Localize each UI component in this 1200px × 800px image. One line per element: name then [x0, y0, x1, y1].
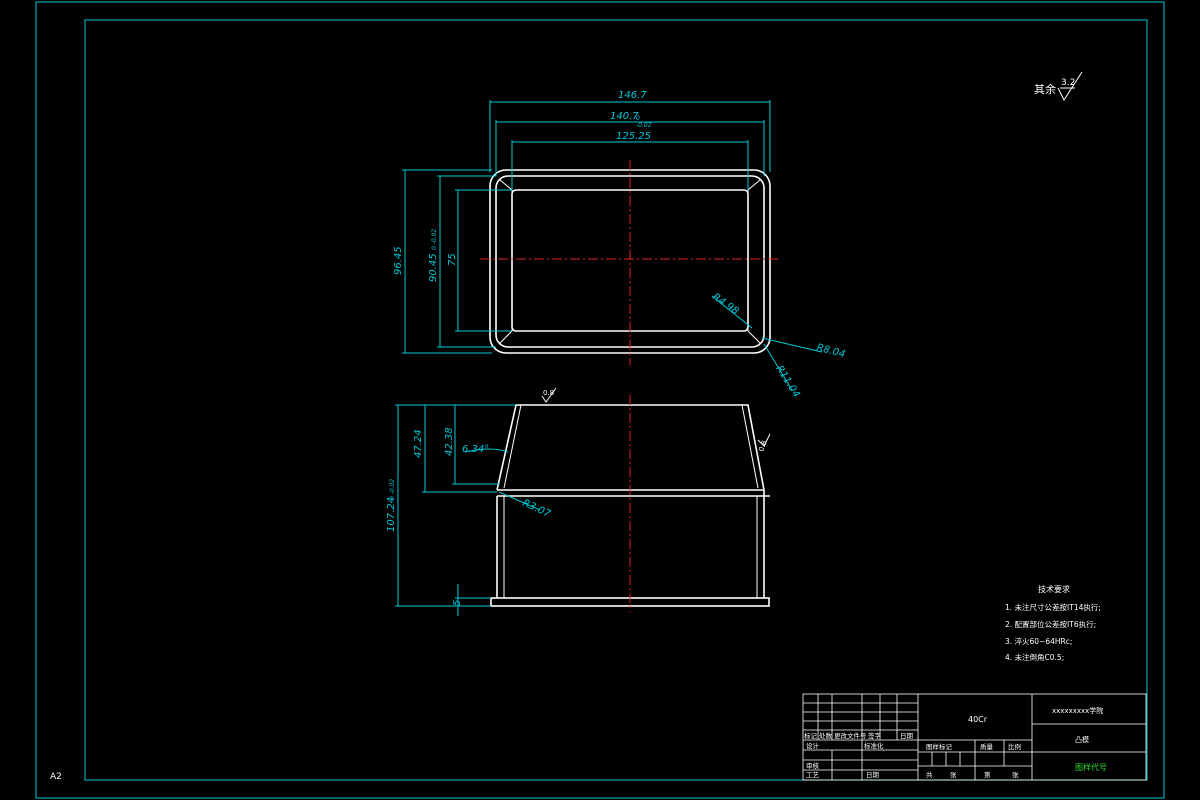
svg-text:比例: 比例 — [1008, 742, 1021, 751]
tech-title: 技术要求 — [1038, 584, 1070, 594]
svg-text:签字: 签字 — [868, 731, 882, 740]
tech-item-4: 4. 未注倒角C0.5; — [1005, 652, 1064, 662]
svg-text:工艺: 工艺 — [806, 771, 820, 779]
dim-r-inner: R4.98 — [710, 291, 740, 317]
dim-h1: 47.24 — [413, 429, 424, 458]
front-roughness-top — [541, 387, 557, 403]
svg-text:日期: 日期 — [900, 732, 914, 740]
svg-text:共: 共 — [926, 770, 933, 779]
title-block: 标记 处数 更改文件号 签字 日期 设计 标准化 审核 工艺 日期 40Cr 图… — [802, 693, 1147, 781]
dim-inner-height: 90.45 — [428, 253, 439, 282]
front-roughness-side — [757, 433, 771, 447]
top-view: 146.7 140.7 0 -0.02 125.25 96.45 90.45 0… — [393, 90, 846, 400]
roughness-value: 3.2 — [1061, 78, 1075, 88]
svg-text:张: 张 — [950, 770, 957, 779]
part-name: 凸模 — [1075, 735, 1089, 744]
dim-angle: 6.34° — [462, 444, 489, 455]
dim-r-mid: R8.04 — [815, 342, 846, 360]
front-view: 107.24 0 -0.02 47.24 42.38 5 6.34° R3.07… — [386, 387, 771, 616]
drawing-number: 图样代号 — [1075, 762, 1107, 772]
dim-total-height-tol: 0 -0.02 — [389, 479, 396, 500]
svg-text:标准化: 标准化 — [864, 741, 884, 750]
svg-text:质量: 质量 — [980, 742, 994, 751]
dim-inner-width: 140.7 — [610, 111, 639, 122]
svg-text:更改文件号: 更改文件号 — [834, 731, 867, 740]
svg-text:标记: 标记 — [804, 731, 818, 740]
svg-text:审核: 审核 — [806, 761, 820, 770]
roughness-label: 其余 — [1034, 82, 1056, 96]
tech-item-1: 1. 未注尺寸公差按IT14执行; — [1005, 602, 1101, 612]
roughness-symbol: 其余 3.2 — [1034, 71, 1083, 102]
dim-hole-width: 125.25 — [616, 131, 651, 142]
dim-h2: 42.38 — [444, 427, 455, 456]
outer-frame — [35, 1, 1165, 799]
dim-inner-width-tol: 0 — [636, 115, 640, 122]
dim-r-outer: R11.04 — [773, 364, 801, 400]
front-taper-outline — [496, 404, 765, 491]
school-name: xxxxxxxxx学院 — [1052, 706, 1103, 715]
dim-hole-height: 75 — [447, 253, 458, 266]
svg-text:第: 第 — [984, 770, 991, 779]
dim-base: 5 — [452, 600, 463, 606]
svg-text:0.8: 0.8 — [757, 439, 768, 452]
dim-total-height: 107.24 — [386, 497, 397, 532]
svg-text:-0.02: -0.02 — [636, 122, 652, 129]
tech-item-3: 3. 淬火60~64HRc; — [1005, 636, 1072, 646]
dim-inner-height-tol: 0 -0.02 — [431, 229, 438, 250]
svg-text:0.8: 0.8 — [543, 389, 554, 397]
inner-frame — [84, 19, 1148, 781]
svg-text:图样标记: 图样标记 — [926, 742, 953, 751]
dim-outer-width: 146.7 — [618, 90, 647, 101]
svg-text:张: 张 — [1012, 770, 1019, 779]
material-label: 40Cr — [968, 715, 988, 724]
svg-text:日期: 日期 — [866, 771, 880, 779]
svg-text:处数: 处数 — [819, 731, 833, 740]
svg-text:设计: 设计 — [806, 741, 820, 750]
dim-outer-height: 96.45 — [393, 246, 404, 275]
sheet-size-label: A2 — [50, 772, 62, 782]
tech-item-2: 2. 配置部位公差按IT6执行; — [1005, 619, 1096, 629]
dim-r-fillet: R3.07 — [521, 498, 553, 521]
tech-requirements: 技术要求 1. 未注尺寸公差按IT14执行; 2. 配置部位公差按IT6执行; … — [1005, 584, 1101, 662]
